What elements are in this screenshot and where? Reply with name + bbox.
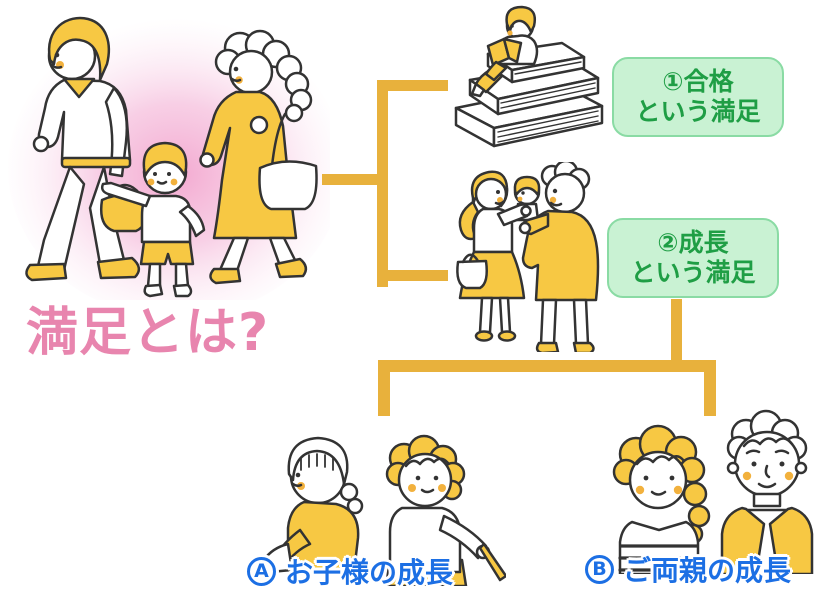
reason-1-line2: という満足 xyxy=(635,97,761,126)
branch-a-badge: A xyxy=(247,556,276,586)
connector-family-stub xyxy=(322,174,379,185)
reason-1-box: ①合格 という満足 xyxy=(612,57,784,137)
branch-a-label: A お子様の成長 xyxy=(247,551,453,591)
connector-vertical-trunk xyxy=(377,80,388,287)
family-walking-illustration xyxy=(8,8,330,300)
reason-2-line1: ②成長 xyxy=(657,227,729,257)
parents-praising-child-illustration xyxy=(446,162,614,352)
connector-reason2-drop xyxy=(671,299,682,361)
connector-bottom-bar xyxy=(378,360,716,372)
child-on-books-illustration xyxy=(446,4,614,154)
branch-a-text: お子様の成長 xyxy=(285,556,454,589)
branch-b-badge: B xyxy=(585,554,614,584)
connector-branch-reason2 xyxy=(386,270,448,281)
parents-couple-illustration xyxy=(596,406,834,574)
reason-1-line1: ①合格 xyxy=(662,66,734,96)
page-title: 満足とは? xyxy=(26,303,270,363)
reason-2-line2: という満足 xyxy=(630,258,756,287)
reason-2-box: ②成長 という満足 xyxy=(607,218,779,298)
connector-drop-branch-a xyxy=(378,371,390,416)
branch-b-label: B ご両親の成長 xyxy=(585,549,791,589)
connector-branch-reason1 xyxy=(386,80,448,91)
branch-b-text: ご両親の成長 xyxy=(623,554,792,587)
connector-drop-branch-b xyxy=(704,371,716,416)
children-studying-illustration xyxy=(256,418,506,586)
